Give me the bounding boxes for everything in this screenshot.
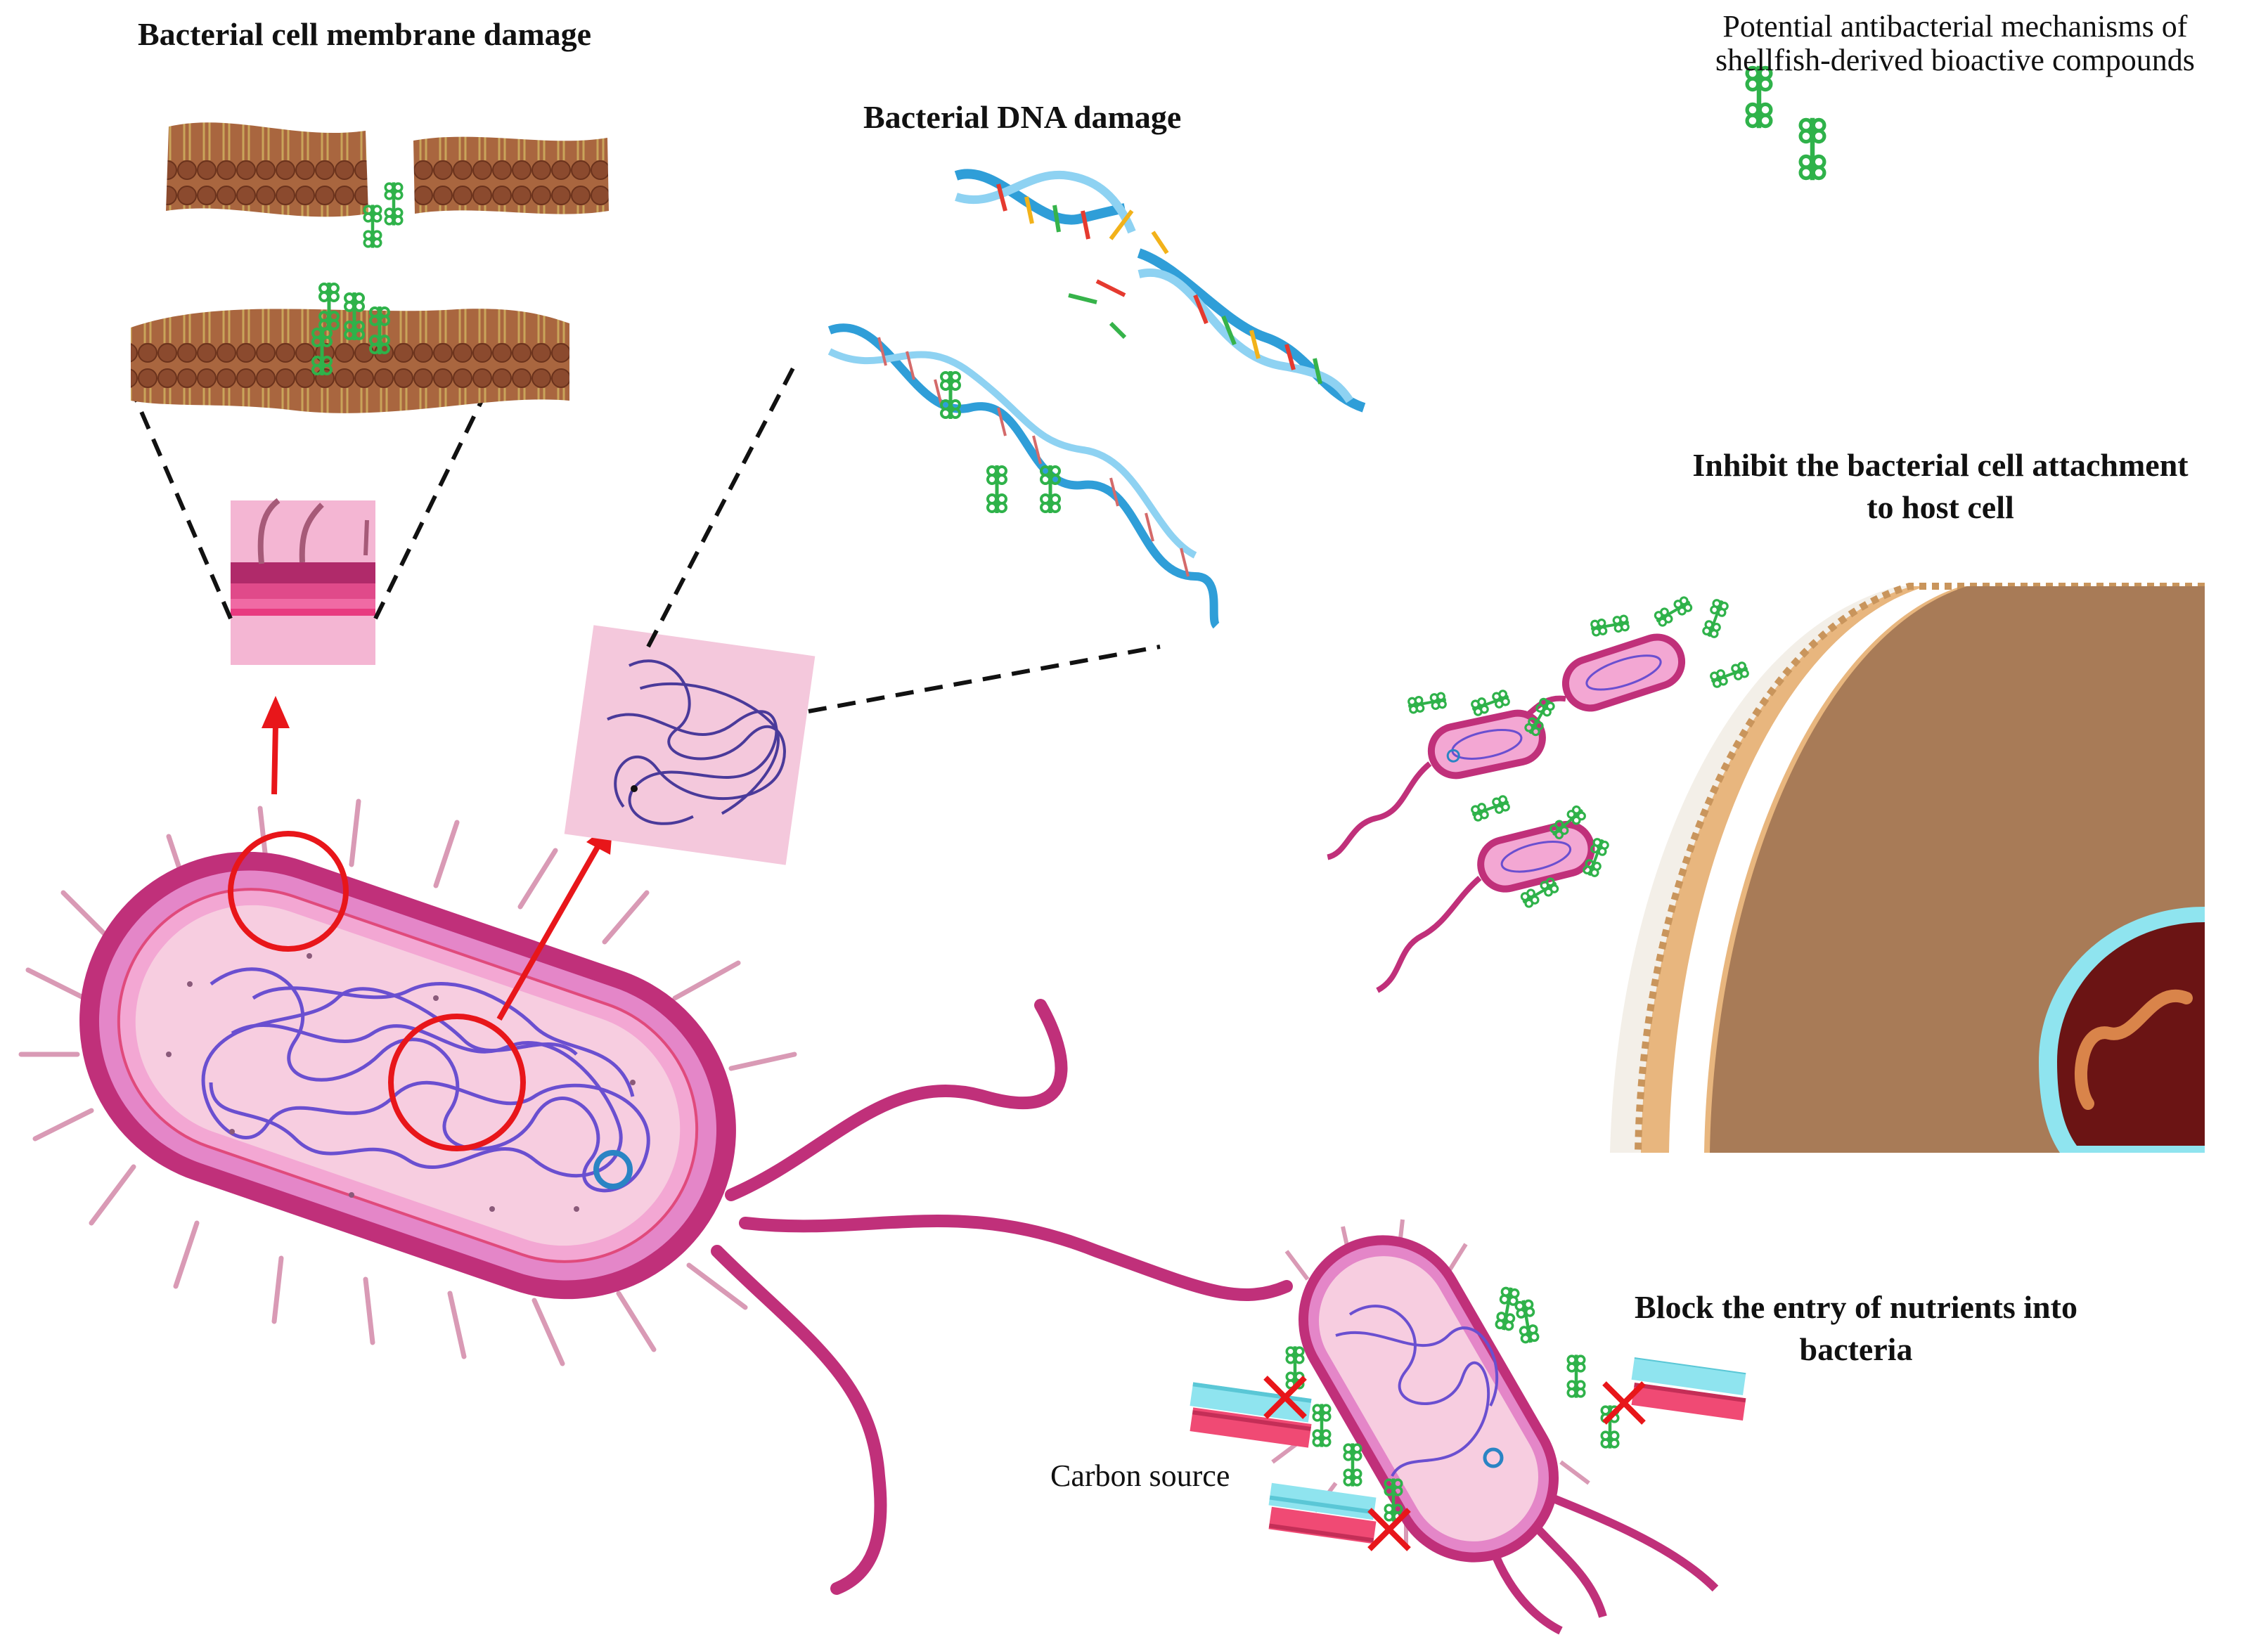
lipid-bilayer-icon bbox=[131, 309, 569, 413]
membrane-arrow bbox=[262, 696, 290, 795]
zoom-line-right bbox=[373, 392, 487, 620]
attachment-title-line1: Inhibit the bacterial cell attachment bbox=[1692, 447, 2189, 483]
zoom-line-dna-upper bbox=[646, 364, 797, 648]
nucleoid-coil bbox=[201, 967, 650, 1193]
carbon-source-block bbox=[1190, 1357, 1746, 1544]
membrane-highlight-circle bbox=[228, 831, 349, 952]
attached-bacteria bbox=[1327, 595, 1750, 993]
dna-highlight-circle bbox=[388, 1014, 526, 1151]
zoom-line-left bbox=[131, 392, 233, 620]
large-bacterium bbox=[18, 798, 1293, 1595]
diagram-title: Potential antibacterial mechanisms of sh… bbox=[1715, 10, 2195, 77]
carbon-source-label: Carbon source bbox=[1050, 1459, 1230, 1493]
broken-dna-helix-icon bbox=[954, 169, 1366, 413]
diagram-title-line2: shellfish-derived bioactive compounds bbox=[1715, 43, 2195, 77]
plasmid-icon bbox=[1483, 1447, 1504, 1468]
dna-damage-title: Bacterial DNA damage bbox=[863, 99, 1182, 135]
nutrient-title-line2: bacteria bbox=[1799, 1331, 1913, 1367]
diagram-title-line1: Potential antibacterial mechanisms of bbox=[1722, 9, 2188, 44]
attachment-title-line2: to host cell bbox=[1867, 489, 2014, 525]
nucleus bbox=[2039, 907, 2205, 1153]
attachment-title: Inhibit the bacterial cell attachment to… bbox=[1652, 444, 2229, 529]
nutrient-blocked-bacterium bbox=[1271, 1219, 1719, 1635]
membrane-damage-title: Bacterial cell membrane damage bbox=[138, 16, 592, 52]
damaged-membrane-top bbox=[166, 122, 609, 217]
nutrient-title: Block the entry of nutrients into bacter… bbox=[1596, 1286, 2116, 1371]
nutrient-title-line1: Block the entry of nutrients into bbox=[1635, 1289, 2077, 1325]
compound-molecule-icon bbox=[941, 371, 1059, 513]
plasmid-icon bbox=[593, 1150, 633, 1189]
dna-zoom-inset bbox=[564, 625, 816, 865]
host-cell bbox=[1610, 583, 2205, 1153]
zoom-line-dna-lower bbox=[808, 645, 1161, 713]
compound-molecule-icon bbox=[1747, 66, 1824, 180]
membrane-zoom-inset bbox=[231, 498, 375, 665]
dna-helix-icon bbox=[827, 323, 1220, 629]
